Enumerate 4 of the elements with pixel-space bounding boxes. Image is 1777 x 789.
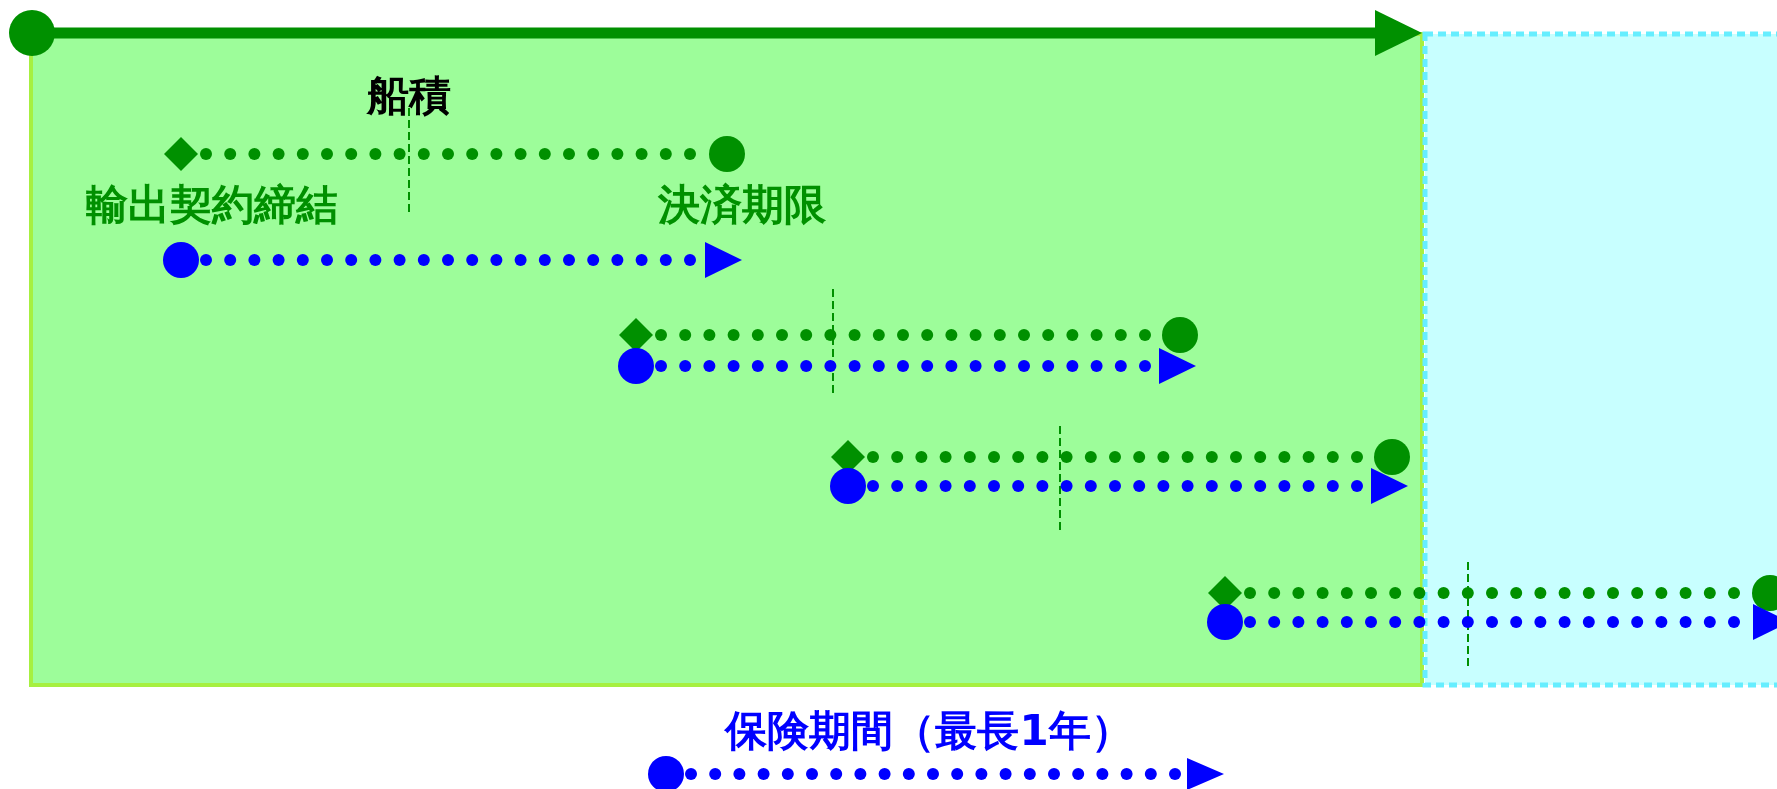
shipment-label: 船積 — [367, 72, 451, 120]
event-label: 決済期限 — [658, 181, 826, 229]
legend-label: 保険期間（最長1年） — [725, 707, 1133, 755]
event-label: 輸出契約締結 — [86, 181, 338, 229]
